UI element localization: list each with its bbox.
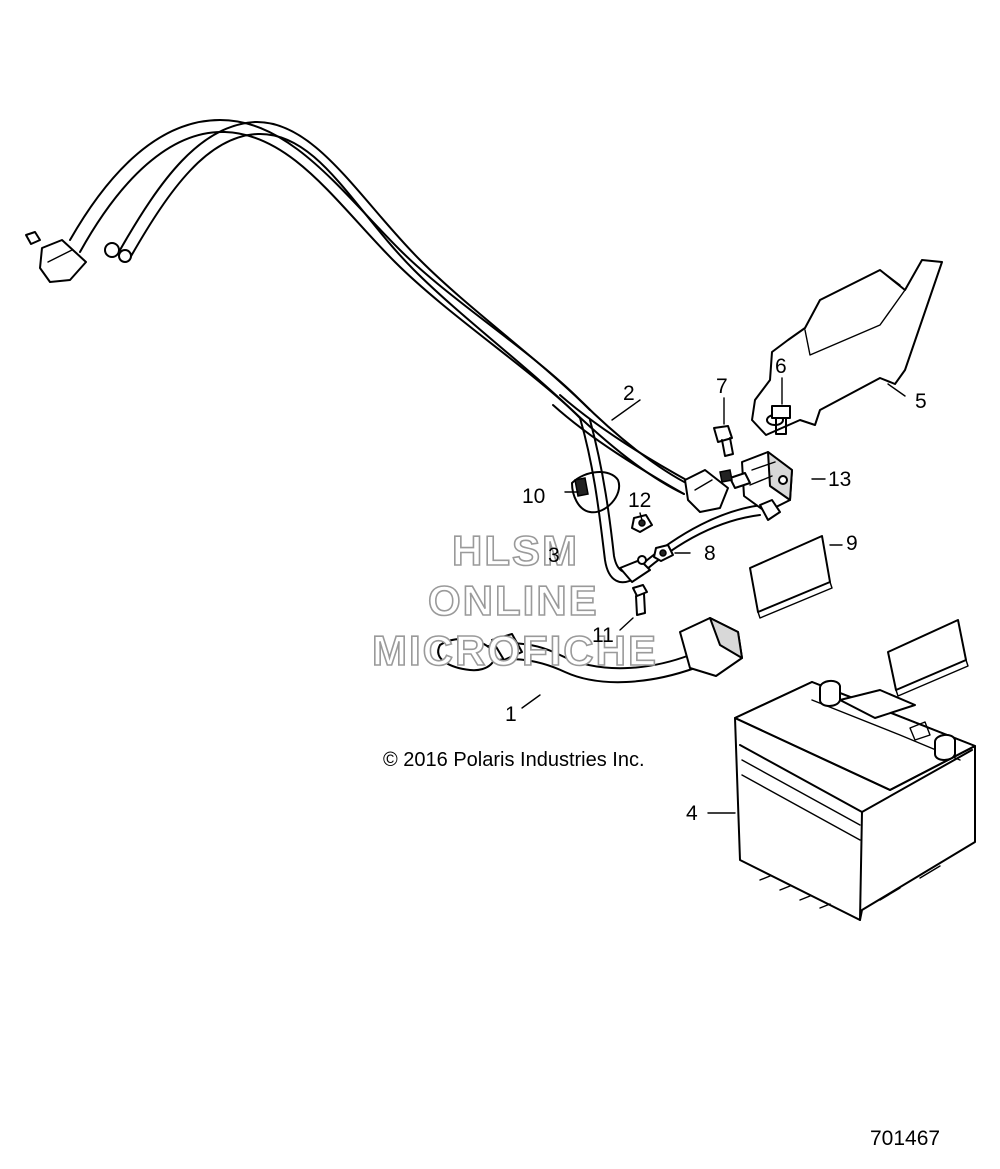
stud-11 [632,584,648,616]
cable-main-harness [69,119,691,495]
battery-4 [734,680,976,921]
bolt-6 [771,405,791,435]
leader-lines [521,377,906,814]
callout-4: 4 [686,802,698,825]
callout-2: 2 [623,382,635,405]
watermark-line2: ONLINE [427,577,599,624]
bracket-5 [751,259,943,436]
callout-9: 9 [846,532,858,555]
bolt-7 [713,425,734,457]
cable-1 [437,617,743,684]
watermark-line3: MICROFICHE [371,627,658,674]
callout-11: 11 [592,624,614,647]
watermark-line1: HLSM [451,527,579,574]
callout-3: 3 [548,544,560,567]
solenoid-13 [719,451,793,521]
callout-5: 5 [915,390,927,413]
cable-2-boot [684,469,729,513]
callout-10: 10 [522,485,546,508]
drawing-number: 701467 [870,1127,941,1150]
nut-8 [653,544,674,562]
callout-6: 6 [775,355,787,378]
cable-left-terminals [25,231,132,283]
cable-3 [579,417,763,584]
pad-9 [749,535,969,697]
callout-7: 7 [716,375,728,398]
copyright-notice: © 2016 Polaris Industries Inc. [383,749,645,771]
nut-12 [631,514,653,533]
callout-13: 13 [828,468,852,491]
callout-8: 8 [704,542,716,565]
callout-12: 12 [628,489,652,512]
cable-2-run [552,394,691,495]
callout-1: 1 [505,703,517,726]
